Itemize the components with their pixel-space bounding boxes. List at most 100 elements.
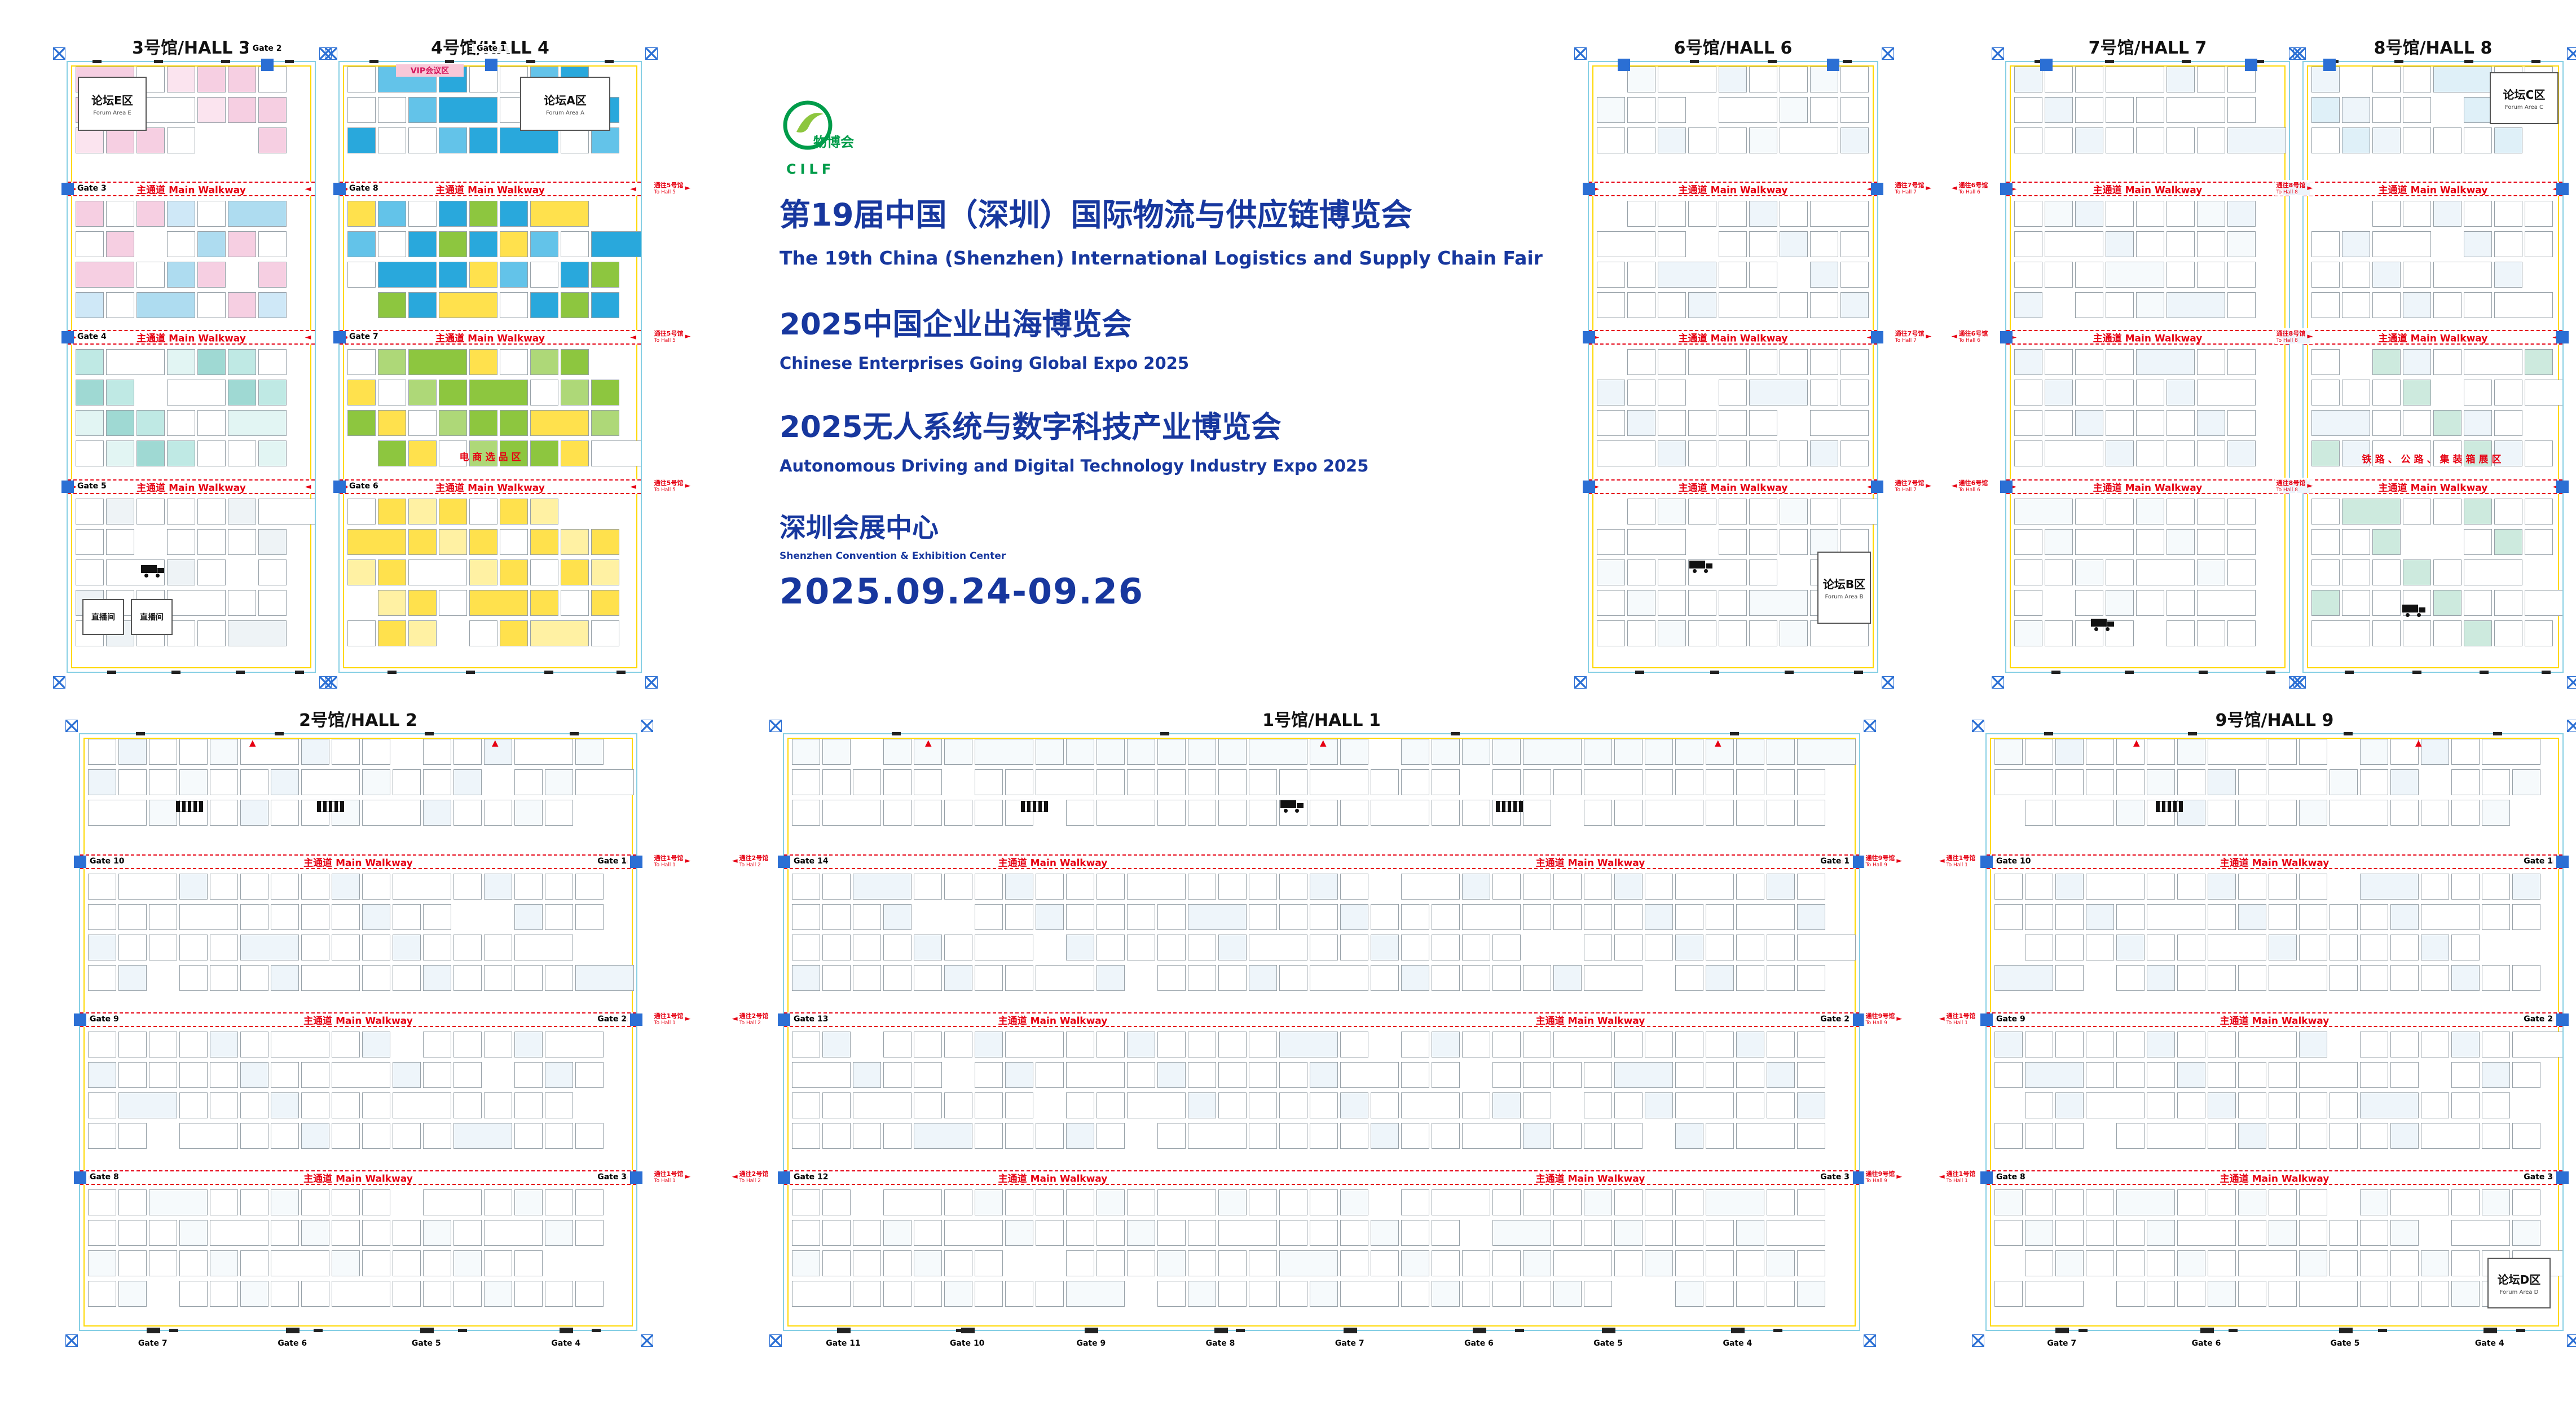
booth	[2311, 499, 2340, 525]
connector-arrow-icon: ►	[2307, 332, 2313, 341]
booth-section	[1987, 869, 2562, 1012]
booth	[469, 499, 497, 525]
booth	[1797, 1032, 1825, 1057]
booth	[853, 1281, 881, 1307]
booth	[362, 769, 390, 795]
booth	[1719, 127, 1747, 153]
booth	[500, 292, 528, 318]
booth	[240, 874, 268, 900]
booth	[2451, 1092, 2480, 1118]
booth	[1780, 499, 1808, 525]
booth	[792, 1062, 851, 1088]
gate-icon	[2000, 331, 2013, 343]
booth	[453, 1250, 482, 1276]
main-walkway-label: 主通道 Main Walkway	[1678, 184, 1788, 196]
door-marker	[2480, 671, 2489, 674]
booth	[332, 1092, 360, 1118]
stairs-icon	[645, 47, 658, 60]
booth	[2227, 97, 2256, 123]
booth	[514, 965, 543, 991]
booth	[2269, 904, 2297, 930]
booth	[210, 1189, 238, 1215]
booth	[2086, 1250, 2114, 1276]
booth	[575, 1062, 604, 1088]
booth	[2421, 800, 2449, 826]
gate-icon	[1085, 1328, 1099, 1333]
booth	[2106, 127, 2134, 153]
booth	[1840, 499, 1877, 525]
booth	[1097, 1220, 1125, 1246]
booth	[2525, 590, 2562, 616]
booth	[514, 1032, 543, 1057]
booth	[167, 440, 195, 466]
booth	[1688, 499, 1716, 525]
booth	[88, 1250, 116, 1276]
booth-row	[1597, 231, 1869, 257]
booth-row	[2014, 67, 2281, 92]
booth	[530, 559, 558, 585]
booth	[1614, 1123, 1643, 1149]
booth	[1371, 904, 1399, 930]
gate-icon	[961, 1328, 975, 1333]
booth	[1810, 440, 1838, 466]
booth	[1767, 874, 1795, 900]
booth	[1127, 769, 1155, 795]
booth	[1249, 904, 1277, 930]
booth	[76, 127, 104, 153]
door-marker	[2181, 60, 2191, 63]
booth	[822, 800, 881, 826]
booth	[378, 590, 406, 616]
booth	[1097, 1189, 1125, 1215]
truck-icon	[1689, 559, 1715, 574]
booth	[1340, 1092, 1368, 1118]
booth	[1553, 874, 1582, 900]
booth	[1706, 965, 1734, 991]
booth	[1810, 262, 1838, 288]
booth	[2299, 1250, 2327, 1276]
booth-row	[2311, 262, 2555, 288]
booth	[2197, 262, 2225, 288]
booth	[1688, 440, 1716, 466]
booth	[2167, 590, 2195, 616]
booth	[2106, 201, 2134, 227]
booth	[2227, 67, 2256, 92]
booth	[1706, 769, 1734, 795]
booth	[2014, 231, 2042, 257]
booth	[1127, 904, 1155, 930]
booth	[1371, 800, 1429, 826]
booth	[258, 262, 287, 288]
booth	[1810, 292, 1838, 318]
booth	[1658, 292, 1686, 318]
main-walkway-label: 主通道 Main Walkway	[1535, 1015, 1645, 1027]
booth	[561, 292, 589, 318]
connector-arrow-icon: ►	[1896, 856, 1903, 865]
booth	[453, 739, 482, 765]
booth	[1706, 1123, 1734, 1149]
booth	[822, 1123, 851, 1149]
booth	[975, 739, 1033, 765]
booth-row	[88, 1032, 628, 1057]
main-walkway-band: 主通道 Main Walkway►◄	[2304, 330, 2562, 345]
booth	[1188, 935, 1216, 960]
booth	[500, 529, 528, 555]
booth	[2360, 769, 2388, 795]
booth	[1584, 1062, 1612, 1088]
booth-row	[1994, 874, 2555, 900]
booth	[1097, 1032, 1125, 1057]
booth	[1553, 769, 1582, 795]
door-marker	[2198, 671, 2208, 674]
booth	[2482, 800, 2510, 826]
booth	[1188, 739, 1216, 765]
door-marker	[1635, 671, 1644, 674]
booth	[944, 965, 972, 991]
booth	[975, 904, 1003, 930]
booth	[1797, 769, 1825, 795]
booth-row	[2014, 262, 2281, 288]
booth	[2055, 1123, 2084, 1149]
booth	[2269, 1189, 2297, 1215]
booth	[2025, 1092, 2053, 1118]
